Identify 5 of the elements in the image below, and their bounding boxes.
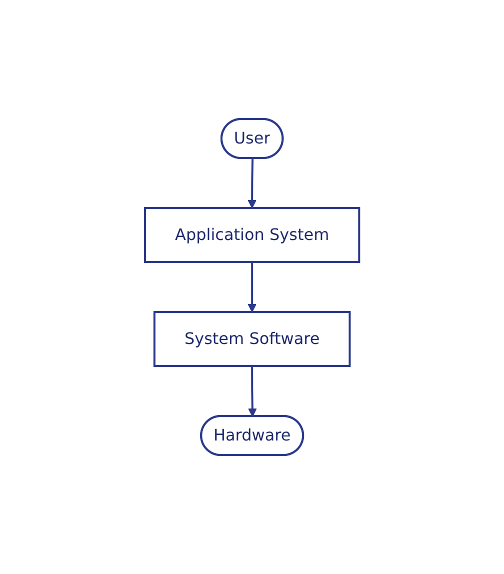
node-box: System Software xyxy=(153,311,351,367)
arrow xyxy=(248,158,256,208)
arrow xyxy=(248,262,256,312)
node-box: Application System xyxy=(144,207,360,263)
arrow xyxy=(248,366,257,417)
